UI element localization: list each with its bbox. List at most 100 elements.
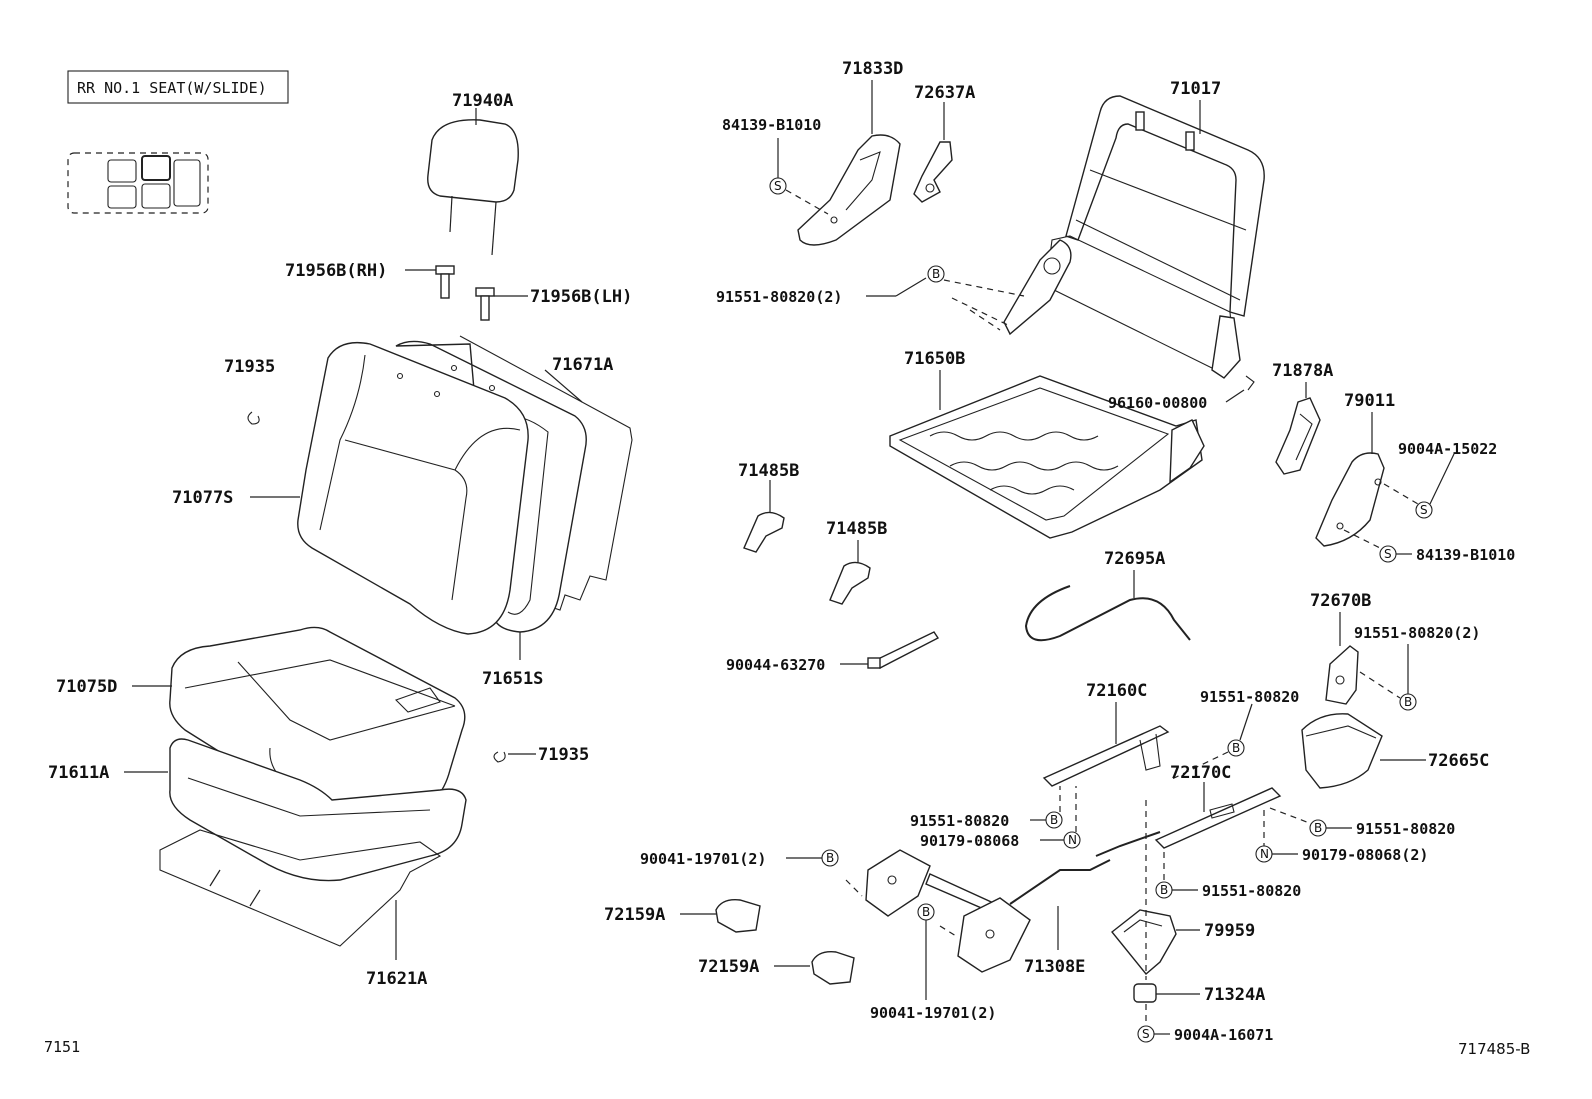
label-72159A-upper[interactable]: 72159A: [604, 905, 665, 925]
label-71833D[interactable]: 71833D: [842, 59, 903, 79]
label-90044-63270[interactable]: 90044-63270: [726, 656, 825, 674]
bolt-90041-lower: B 90041-19701(2): [870, 903, 996, 1022]
symbol-s-icon: S: [1379, 545, 1397, 563]
symbol-s-icon: S: [1137, 1025, 1155, 1043]
label-71878A[interactable]: 71878A: [1272, 361, 1333, 381]
title-box: RR NO.1 SEAT(W/SLIDE): [67, 70, 289, 104]
bolt-91551-upper-rail: B 91551-80820: [1169, 688, 1299, 781]
label-71956B-rh[interactable]: 71956B(RH): [285, 261, 387, 281]
label-71485B-upper[interactable]: 71485B: [738, 461, 799, 481]
svg-text:S: S: [1384, 547, 1392, 561]
cover-72159A-lower: 72159A: [698, 951, 855, 985]
label-71611A[interactable]: 71611A: [48, 763, 109, 783]
symbol-b-icon: B: [1399, 693, 1417, 711]
label-72665C[interactable]: 72665C: [1428, 751, 1489, 771]
label-71671A[interactable]: 71671A: [552, 355, 613, 375]
seatback-frame-71017: 71017: [1003, 79, 1265, 379]
headrest-71940A: 71940A: [427, 91, 519, 256]
bolt-91551-frame: B 91551-80820(2): [716, 265, 1025, 331]
label-72637A[interactable]: 72637A: [914, 83, 975, 103]
seat-layout-thumbnail-icon: [67, 152, 209, 214]
label-90179-08068[interactable]: 90179-08068: [920, 832, 1019, 850]
symbol-b-icon: B: [1309, 819, 1327, 837]
recliner-cover-79011: 79011: [1315, 391, 1395, 547]
label-72160C[interactable]: 72160C: [1086, 681, 1147, 701]
seatback-cover-71077S: 71077S: [172, 341, 529, 635]
label-71075D[interactable]: 71075D: [56, 677, 117, 697]
label-71956B-lh[interactable]: 71956B(LH): [530, 287, 632, 307]
cover-72665C: 72665C: [1301, 713, 1489, 789]
cover-71485B-upper: 71485B: [738, 461, 799, 553]
label-72670B[interactable]: 72670B: [1310, 591, 1371, 611]
label-71621A[interactable]: 71621A: [366, 969, 427, 989]
label-91551-80820-left-rail[interactable]: 91551-80820: [910, 812, 1009, 830]
label-84139-B1010-upper[interactable]: 84139-B1010: [722, 116, 821, 134]
svg-text:B: B: [1232, 741, 1240, 755]
label-90041-19701-2-upper[interactable]: 90041-19701(2): [640, 850, 766, 868]
svg-text:B: B: [826, 851, 834, 865]
label-71485B-lower[interactable]: 71485B: [826, 519, 887, 539]
label-90041-19701-2-lower[interactable]: 90041-19701(2): [870, 1004, 996, 1022]
label-71650B[interactable]: 71650B: [904, 349, 965, 369]
svg-text:N: N: [1068, 833, 1077, 847]
seat-heater-sheet-71621A: 71621A: [159, 829, 442, 989]
label-71935-lower[interactable]: 71935: [538, 745, 589, 765]
label-84139-B1010-lower[interactable]: 84139-B1010: [1416, 546, 1515, 564]
bolt-90041-upper: B 90041-19701(2): [640, 849, 863, 897]
label-91551-80820-lower[interactable]: 91551-80820: [1202, 882, 1301, 900]
cushion-frame-71650B: 71650B: [889, 349, 1205, 539]
cover-79959: 79959: [1111, 909, 1255, 976]
label-91551-80820-right[interactable]: 91551-80820: [1356, 820, 1455, 838]
bolt-91551-72670B: B 91551-80820(2): [1354, 624, 1480, 711]
label-71940A[interactable]: 71940A: [452, 91, 513, 111]
bolt-91551-left-rail: B 91551-80820: [910, 786, 1063, 830]
symbol-b-icon: B: [927, 265, 945, 283]
label-96160-00800[interactable]: 96160-00800: [1108, 394, 1207, 412]
headrest-support-lh-71956B: 71956B(LH): [475, 287, 632, 321]
label-71651S[interactable]: 71651S: [482, 669, 543, 689]
symbol-s-icon: S: [1415, 501, 1433, 519]
screw-9004A-15022: S 9004A-15022: [1383, 440, 1497, 519]
label-91551-80820-upper-rail[interactable]: 91551-80820: [1200, 688, 1299, 706]
bolt-91551-lower: B 91551-80820: [1155, 852, 1301, 900]
screw-84139-lower: S 84139-B1010: [1343, 529, 1515, 564]
label-9004A-15022[interactable]: 9004A-15022: [1398, 440, 1497, 458]
label-79011[interactable]: 79011: [1344, 391, 1395, 411]
svg-text:B: B: [932, 267, 940, 281]
label-72159A-lower[interactable]: 72159A: [698, 957, 759, 977]
symbol-b-icon: B: [1045, 811, 1063, 829]
cover-72159A-upper: 72159A: [604, 899, 761, 933]
nut-90179-left: N 90179-08068: [920, 786, 1081, 850]
screw-84139-upper: S 84139-B1010: [722, 116, 829, 215]
label-9004A-16071[interactable]: 9004A-16071: [1174, 1026, 1273, 1044]
label-71077S[interactable]: 71077S: [172, 488, 233, 508]
cable-tie-90044: 90044-63270: [726, 631, 940, 674]
label-71308E[interactable]: 71308E: [1024, 957, 1085, 977]
svg-text:S: S: [1142, 1027, 1150, 1041]
seat-cushion-pad-71611A: 71611A: [48, 738, 467, 882]
svg-text:B: B: [1314, 821, 1322, 835]
screw-9004A-16071: S 9004A-16071: [1137, 1004, 1273, 1044]
label-90179-08068-2[interactable]: 90179-08068(2): [1302, 846, 1428, 864]
lock-bracket-72670B: 72670B: [1310, 591, 1371, 705]
clip-71935-upper: 71935: [224, 357, 275, 425]
bolt-91551-right: B 91551-80820: [1269, 807, 1455, 838]
symbol-n-icon: N: [1063, 831, 1081, 849]
svg-text:RR NO.1 SEAT(W/SLIDE): RR NO.1 SEAT(W/SLIDE): [77, 79, 267, 97]
slide-adjuster-71308E: 71308E: [865, 849, 1111, 977]
label-79959[interactable]: 79959: [1204, 921, 1255, 941]
bracket-71878A: 71878A: [1272, 361, 1333, 475]
label-72695A[interactable]: 72695A: [1104, 549, 1165, 569]
symbol-b-icon: B: [821, 849, 839, 867]
label-72170C[interactable]: 72170C: [1170, 763, 1231, 783]
svg-text:N: N: [1260, 847, 1269, 861]
label-71935-upper[interactable]: 71935: [224, 357, 275, 377]
cushion-71324A: 71324A: [1133, 800, 1265, 1005]
svg-text:S: S: [1420, 503, 1428, 517]
label-71017[interactable]: 71017: [1170, 79, 1221, 99]
svg-text:B: B: [1160, 883, 1168, 897]
label-71324A[interactable]: 71324A: [1204, 985, 1265, 1005]
label-91551-80820-2-lock[interactable]: 91551-80820(2): [1354, 624, 1480, 642]
label-91551-80820-2-frame[interactable]: 91551-80820(2): [716, 288, 842, 306]
